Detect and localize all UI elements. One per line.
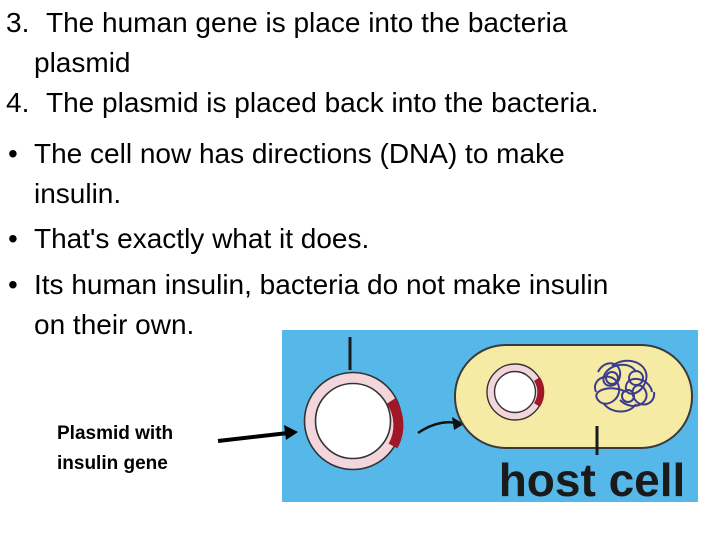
insulin-gene-segment [386,398,404,449]
bullet-2-text-line-1: That's exactly what it does. [34,223,370,254]
item-3-text-line-2: plasmid [34,47,131,78]
bullet-3-marker: • [8,269,18,300]
bullet-1-marker: • [8,138,18,169]
plasmid-label-line-1: Plasmid with [57,423,174,444]
item-3-marker: 3. [6,7,30,38]
insertion-arrow-icon [417,417,464,435]
item-3-text-line-1: The human gene is place into the bacteri… [46,7,568,38]
bullet-1-text-line-2: insulin. [34,178,122,209]
plasmid-label-line-2: insulin gene [57,453,168,474]
bullet-3-text-line-1: Its human insulin, bacteria do not make … [34,269,609,300]
large-plasmid-icon [303,371,404,471]
item-4-text-line-1: The plasmid is placed back into the bact… [46,87,599,118]
label-pointer-arrow-icon [217,425,298,443]
item-4-marker: 4. [6,87,30,118]
bullet-2-marker: • [8,223,18,254]
bullet-3-text-line-2: on their own. [34,309,195,340]
bullet-1-text-line-1: The cell now has directions (DNA) to mak… [34,138,565,169]
host-cell-icon [454,344,693,455]
host-cell-label: host cell [499,454,686,506]
bacterial-dna-icon [593,359,656,413]
